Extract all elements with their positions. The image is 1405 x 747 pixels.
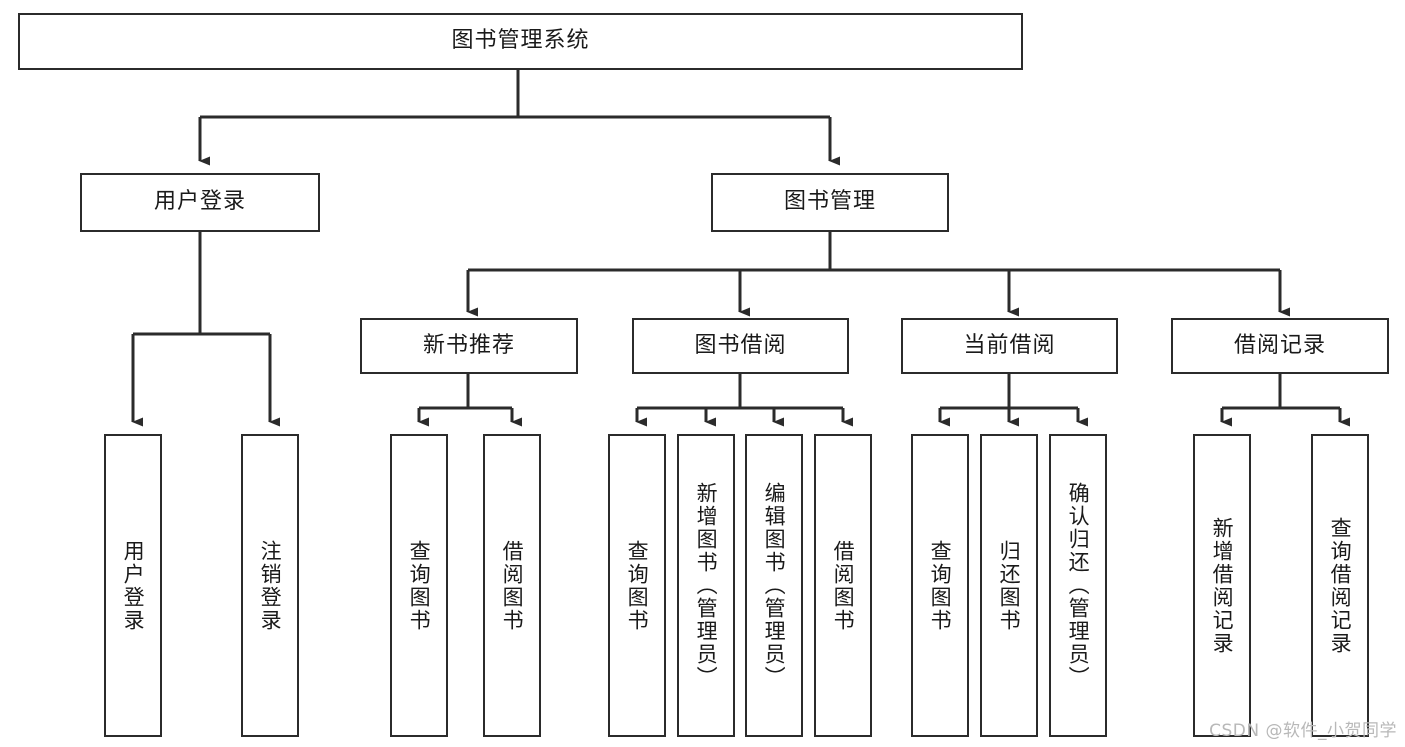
node-label: 用户登录 bbox=[153, 189, 246, 215]
node-label: 新增借阅记录 bbox=[1210, 516, 1235, 655]
leaf-borrow-book-recommend[interactable]: 借阅图书 bbox=[483, 434, 541, 737]
node-label: 图书借阅 bbox=[694, 332, 787, 358]
node-book-management[interactable]: 图书管理 bbox=[711, 173, 949, 232]
node-label: 借阅记录 bbox=[1233, 332, 1326, 358]
node-label: 图书管理 bbox=[783, 189, 876, 215]
node-label: 编辑图书（管理员） bbox=[762, 482, 787, 689]
leaf-query-book-borrow[interactable]: 查询图书 bbox=[608, 434, 666, 737]
leaf-logout[interactable]: 注销登录 bbox=[241, 434, 299, 737]
leaf-query-book-recommend[interactable]: 查询图书 bbox=[390, 434, 448, 737]
watermark-text: CSDN @软件_小贺同学 bbox=[1209, 721, 1397, 741]
node-label: 借阅图书 bbox=[500, 539, 525, 632]
leaf-query-book-current[interactable]: 查询图书 bbox=[911, 434, 969, 737]
node-label: 借阅图书 bbox=[831, 539, 856, 632]
leaf-query-borrow-record[interactable]: 查询借阅记录 bbox=[1311, 434, 1369, 737]
node-borrow-record[interactable]: 借阅记录 bbox=[1171, 318, 1389, 374]
node-label: 查询图书 bbox=[928, 539, 953, 632]
node-root-system[interactable]: 图书管理系统 bbox=[18, 13, 1023, 70]
leaf-user-login[interactable]: 用户登录 bbox=[104, 434, 162, 737]
leaf-add-book-admin[interactable]: 新增图书（管理员） bbox=[677, 434, 735, 737]
leaf-borrow-book[interactable]: 借阅图书 bbox=[814, 434, 872, 737]
node-user-login[interactable]: 用户登录 bbox=[80, 173, 320, 232]
node-label: 确认归还（管理员） bbox=[1066, 482, 1091, 689]
node-label: 新增图书（管理员） bbox=[694, 482, 719, 689]
node-label: 查询借阅记录 bbox=[1328, 516, 1353, 655]
leaf-edit-book-admin[interactable]: 编辑图书（管理员） bbox=[745, 434, 803, 737]
node-label: 归还图书 bbox=[997, 539, 1022, 632]
leaf-add-borrow-record[interactable]: 新增借阅记录 bbox=[1193, 434, 1251, 737]
node-label: 当前借阅 bbox=[963, 332, 1056, 358]
node-new-book-recommend[interactable]: 新书推荐 bbox=[360, 318, 578, 374]
node-label: 注销登录 bbox=[258, 539, 283, 632]
node-label: 查询图书 bbox=[625, 539, 650, 632]
node-book-borrow[interactable]: 图书借阅 bbox=[632, 318, 849, 374]
node-label: 用户登录 bbox=[121, 539, 146, 632]
leaf-return-book[interactable]: 归还图书 bbox=[980, 434, 1038, 737]
node-label: 图书管理系统 bbox=[451, 28, 590, 54]
leaf-confirm-return-admin[interactable]: 确认归还（管理员） bbox=[1049, 434, 1107, 737]
node-label: 新书推荐 bbox=[422, 332, 515, 358]
node-label: 查询图书 bbox=[407, 539, 432, 632]
node-current-borrow[interactable]: 当前借阅 bbox=[901, 318, 1118, 374]
